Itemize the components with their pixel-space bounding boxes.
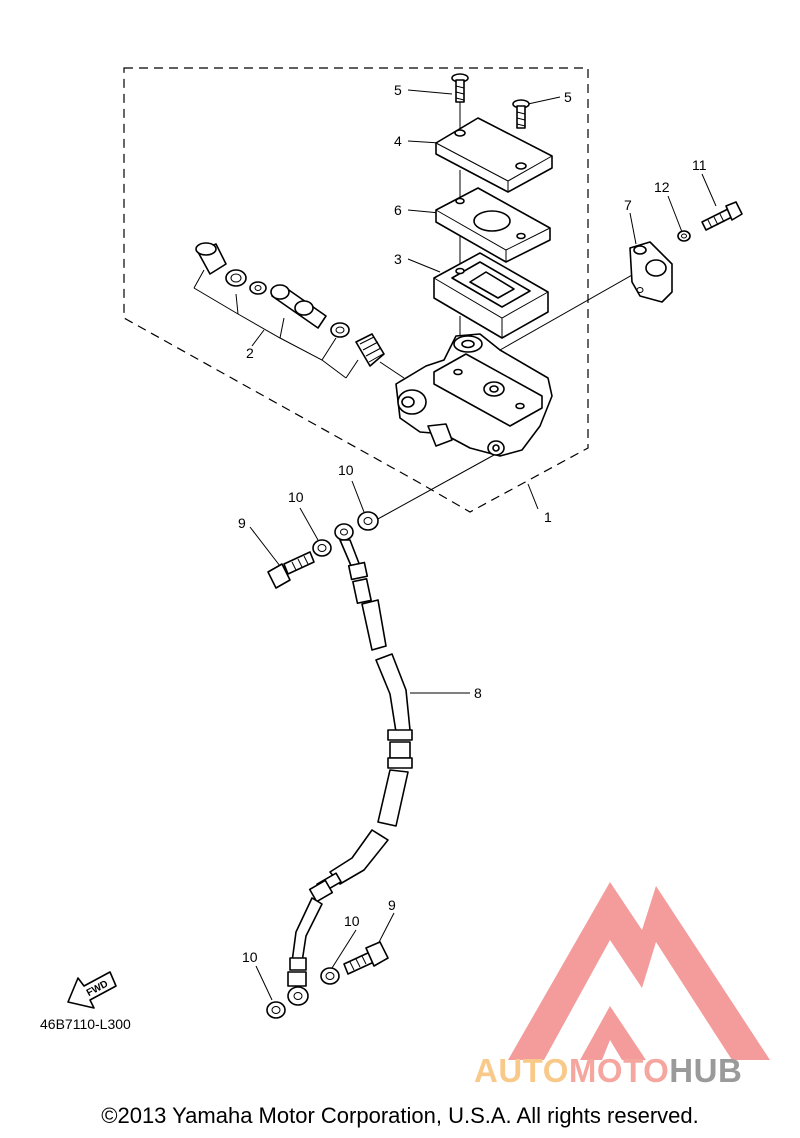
diaphragm-3: [433, 252, 549, 339]
brake-hose-8: [287, 523, 413, 1006]
automotohub-logo: [508, 882, 770, 1060]
washer-10-lower-right: [320, 967, 340, 985]
callout-11: 11: [692, 157, 707, 173]
fwd-arrow-icon: FWD: [67, 971, 117, 1009]
callout-10-lower-left: 10: [242, 949, 258, 965]
washer-12: [677, 230, 691, 242]
logo-triangle: [508, 882, 770, 1060]
callout-7: 7: [624, 197, 632, 213]
reservoir-cap-4: [435, 117, 553, 193]
callout-8: 8: [474, 685, 482, 701]
callout-3: 3: [394, 251, 402, 267]
master-cylinder-body-1: [395, 333, 553, 457]
callout-10-upper-right: 10: [338, 462, 354, 478]
logo-wordmark: AUTOMOTOHUB: [474, 1052, 742, 1090]
screw-5-left: [451, 73, 469, 103]
callout-4: 4: [394, 133, 402, 149]
washer-10-upper-left: [312, 539, 332, 557]
union-bolt-9-lower: [343, 941, 389, 975]
screw-5-right: [512, 99, 530, 129]
logo-text-auto: AUTO: [474, 1052, 569, 1089]
diaphragm-plate-6: [435, 187, 551, 263]
leader-lines: [193, 89, 717, 1001]
diagram-code: 46B7110-L300: [40, 1016, 131, 1032]
callout-10-lower-right: 10: [344, 913, 360, 929]
callout-6: 6: [394, 202, 402, 218]
callout-1: 1: [544, 509, 552, 525]
callout-9-upper: 9: [238, 515, 246, 531]
logo-text-moto: MOTO: [568, 1052, 670, 1089]
callout-12: 12: [654, 179, 670, 195]
bolt-11: [701, 201, 743, 231]
assembly-boundary: [123, 67, 589, 513]
callout-10-upper-left: 10: [288, 489, 304, 505]
logo-text-hub: HUB: [669, 1052, 743, 1089]
callout-2: 2: [246, 345, 254, 361]
callout-5-left: 5: [394, 82, 402, 98]
holder-7: [629, 241, 673, 303]
copyright-notice: ©2013 Yamaha Motor Corporation, U.S.A. A…: [101, 1103, 699, 1128]
washer-10-upper-right: [357, 511, 379, 531]
callout-9-lower: 9: [388, 897, 396, 913]
callout-5-right: 5: [564, 89, 572, 105]
logo-inner: [580, 1006, 646, 1060]
piston-kit-2: [195, 242, 385, 367]
washer-10-lower-left: [266, 1001, 286, 1019]
callout-labels: 1 2 3 4 5 5 6 7 8 9 9 10 10 10 10 11 12: [238, 82, 707, 965]
union-bolt-9-upper: [267, 551, 315, 589]
